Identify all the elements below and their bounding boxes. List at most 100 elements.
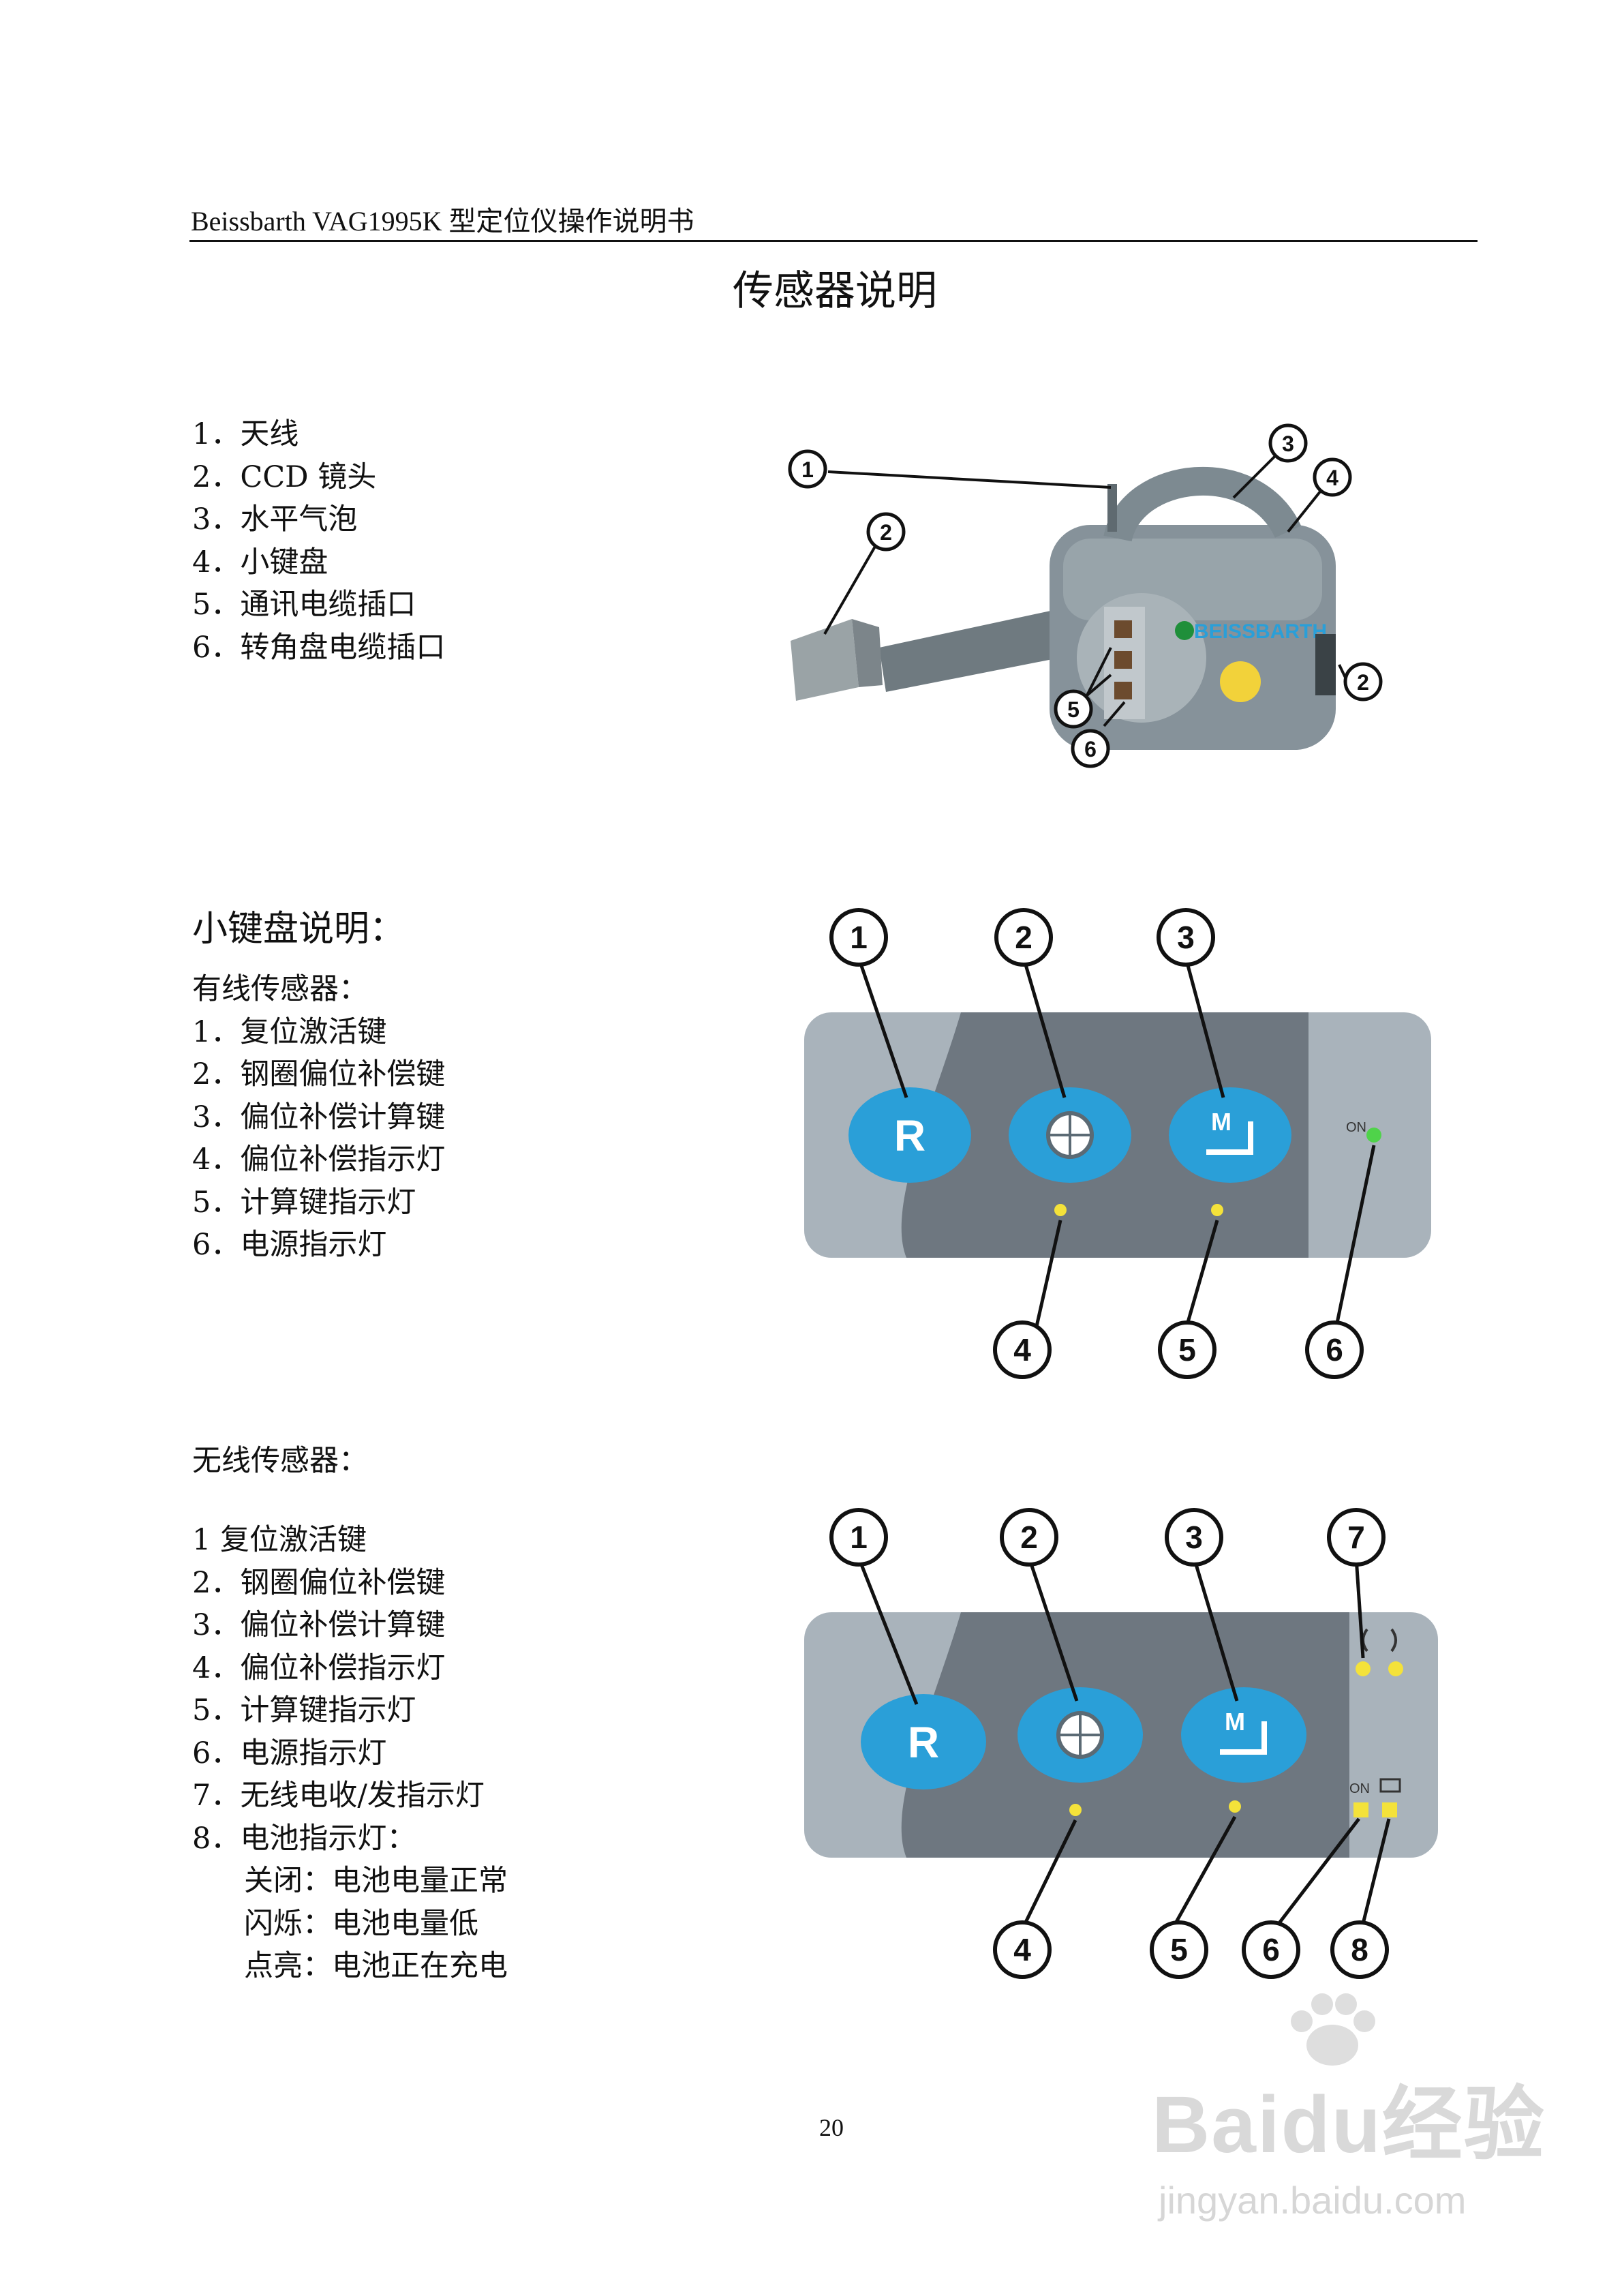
svg-text:4: 4 (1326, 466, 1338, 490)
svg-text:2: 2 (1015, 920, 1032, 955)
callout-2 (1000, 1508, 1058, 1567)
svg-text:5: 5 (1170, 1932, 1188, 1967)
power-led (1366, 1128, 1381, 1143)
svg-text:R: R (908, 1718, 939, 1767)
svg-text:3: 3 (1282, 432, 1294, 456)
svg-text:1: 1 (801, 457, 814, 482)
list-item: 6．转角盘电缆插口 (192, 630, 446, 665)
wireless-sensor-list: 1 复位激活键 2．钢圈偏位补偿键 3．偏位补偿计算键 4．偏位补偿指示灯 5．… (192, 1519, 508, 1988)
callout-2-rear (1343, 662, 1383, 701)
svg-text:8: 8 (1351, 1932, 1368, 1967)
sensor-lens-head (791, 619, 859, 701)
list-item: 5．计算键指示灯 (192, 1185, 416, 1220)
page-number: 20 (819, 2114, 844, 2141)
callout-6 (1242, 1920, 1300, 1979)
runout-led (1069, 1804, 1082, 1816)
callout-3 (1268, 423, 1308, 463)
svg-text:ON: ON (1346, 1120, 1366, 1135)
callout-8 (1330, 1920, 1389, 1979)
battery-state: 闪烁：电池电量低 (244, 1906, 478, 1941)
list-item: 7．无线电收/发指示灯 (192, 1779, 485, 1813)
list-item: 4．偏位补偿指示灯 (192, 1650, 446, 1685)
enter-icon (1206, 1121, 1253, 1155)
callout-1 (829, 1508, 888, 1567)
svg-text:6: 6 (1326, 1332, 1343, 1368)
wired-keypad-figure: R M ON 1 2 3 4 5 6 (804, 908, 1431, 1379)
list-item: 2．钢圈偏位补偿键 (192, 1057, 446, 1091)
callout-1 (829, 908, 888, 967)
svg-text:R: R (894, 1111, 925, 1160)
list-item: 5．通讯电缆插口 (192, 588, 416, 622)
list-label: 有线传感器： (192, 972, 368, 1006)
page-title: 传感器说明 (733, 267, 937, 315)
port (1114, 620, 1132, 638)
callout-3 (1157, 908, 1215, 967)
list-item: 3．偏位补偿计算键 (192, 1608, 446, 1642)
list-item: 6．电源指示灯 (192, 1228, 387, 1262)
callout-7 (1327, 1508, 1386, 1567)
callout-5 (1158, 1320, 1216, 1379)
power-led (1353, 1802, 1368, 1817)
svg-text:1: 1 (850, 1520, 868, 1555)
sensor-handle (1103, 466, 1302, 543)
svg-text:5: 5 (1178, 1332, 1196, 1368)
sensor-parts-list: 1．天线 2．CCD 镜头 3．水平气泡 4．小键盘 5．通讯电缆插口 6．转角… (192, 413, 445, 669)
sensor-arm (879, 608, 1077, 692)
callout-6 (1305, 1320, 1364, 1379)
svg-text:4: 4 (1013, 1932, 1031, 1967)
callout-6 (1071, 729, 1110, 768)
list-item: 2．钢圈偏位补偿键 (192, 1565, 446, 1600)
svg-text:7: 7 (1347, 1520, 1365, 1555)
svg-text:2: 2 (1357, 670, 1369, 695)
callout-1 (788, 449, 827, 489)
enter-icon (1220, 1721, 1267, 1755)
decal-icon (1220, 661, 1261, 702)
callout-4 (993, 1320, 1052, 1379)
list-item: 1．复位激活键 (192, 1014, 387, 1049)
list-item: 3．偏位补偿计算键 (192, 1100, 446, 1134)
brand-logo-icon (1175, 621, 1194, 640)
list-item: 1 复位激活键 (192, 1523, 367, 1557)
document-header: Beissbarth VAG1995K 型定位仪操作说明书 (191, 206, 694, 237)
svg-text:2: 2 (1020, 1520, 1038, 1555)
port (1114, 651, 1132, 669)
svg-text:ON: ON (1349, 1781, 1370, 1796)
callout-3 (1165, 1508, 1223, 1567)
svg-text:1: 1 (850, 920, 868, 955)
compute-key (1181, 1687, 1306, 1783)
header-rule (189, 240, 1478, 242)
svg-text:3: 3 (1177, 920, 1195, 955)
list-item: 2．CCD 镜头 (192, 459, 377, 494)
wireless-label: 无线传感器： (192, 1444, 368, 1478)
svg-text:6: 6 (1262, 1932, 1280, 1967)
list-item: 8．电池指示灯： (192, 1821, 416, 1856)
callout-2 (994, 908, 1053, 967)
list-item: 1．天线 (192, 417, 299, 451)
wired-sensor-list: 有线传感器： 1．复位激活键 2．钢圈偏位补偿键 3．偏位补偿计算键 4．偏位补… (192, 968, 445, 1267)
svg-text:M: M (1211, 1108, 1231, 1136)
runout-led (1054, 1204, 1067, 1216)
callout-5 (1054, 689, 1093, 729)
radio-led (1388, 1661, 1403, 1676)
svg-text:4: 4 (1013, 1332, 1031, 1368)
wireless-keypad-figure: R M ON 1 2 3 7 4 5 (804, 1508, 1438, 1979)
paw-icon (1281, 1991, 1383, 2075)
callout-2 (866, 512, 906, 552)
sensor-figure: BEISSBARTH 1 2 3 4 2 5 6 (788, 423, 1383, 768)
callout-4 (993, 1920, 1052, 1979)
svg-text:3: 3 (1185, 1520, 1203, 1555)
reset-key (861, 1694, 986, 1789)
compute-key (1169, 1087, 1291, 1183)
svg-text:2: 2 (880, 520, 892, 545)
list-item: 6．电源指示灯 (192, 1736, 387, 1770)
battery-state: 关闭：电池电量正常 (244, 1864, 508, 1898)
keypad-heading: 小键盘说明： (192, 909, 406, 950)
list-item: 4．偏位补偿指示灯 (192, 1143, 446, 1177)
watermark-url: jingyan.baidu.com (1159, 2179, 1467, 2222)
list-item: 4．小键盘 (192, 545, 328, 579)
battery-led (1382, 1802, 1397, 1817)
battery-icon (1379, 1778, 1401, 1793)
compute-led (1211, 1204, 1223, 1216)
radio-led (1356, 1661, 1371, 1676)
port (1114, 682, 1132, 699)
